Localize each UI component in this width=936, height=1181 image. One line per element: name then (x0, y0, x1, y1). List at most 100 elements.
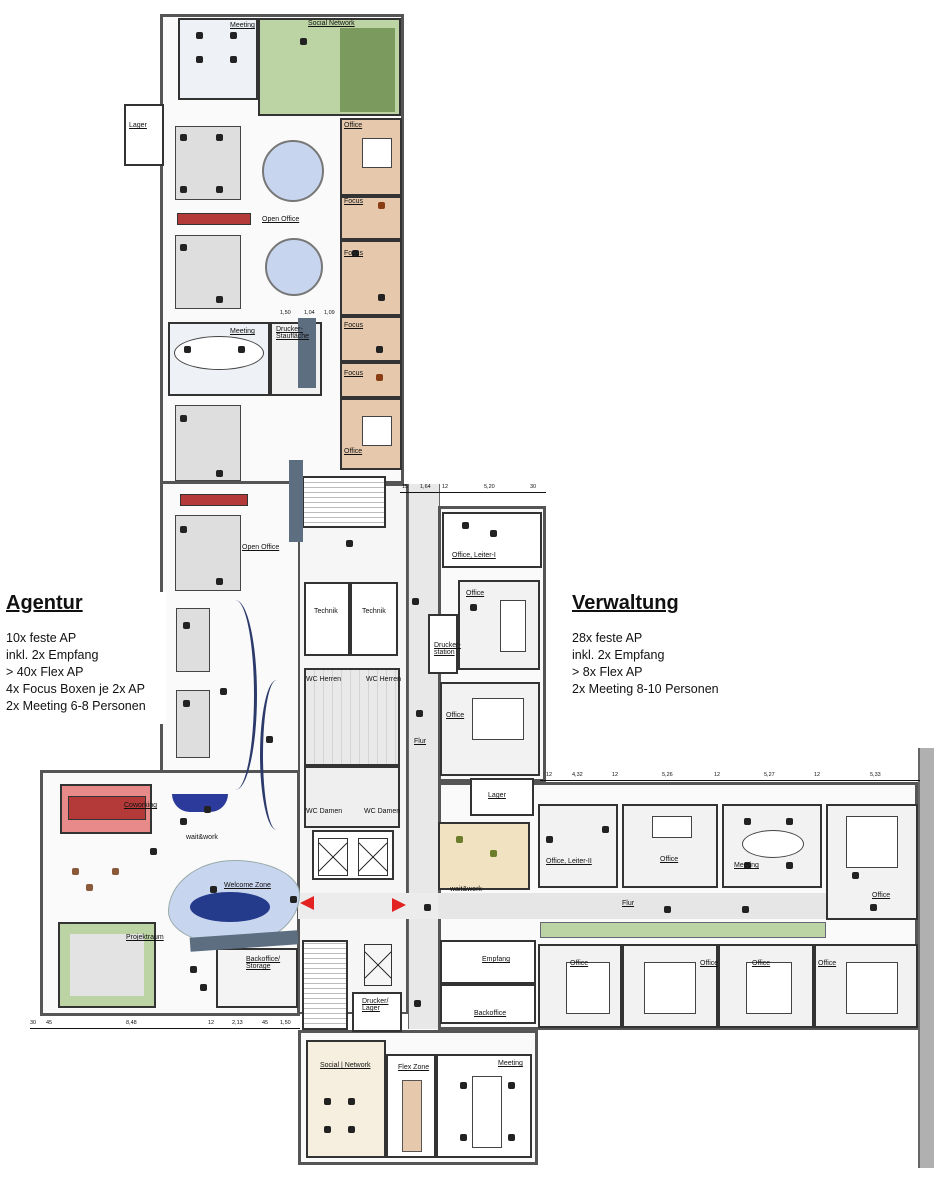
chair (352, 250, 359, 257)
stairs-north (302, 476, 386, 528)
entrance-arrow-right (392, 898, 406, 912)
chair (183, 622, 190, 629)
dim-30: 30 (530, 484, 537, 490)
dim-520: 5,20 (484, 484, 495, 490)
chair (348, 1126, 355, 1133)
dim-12a: 12 (442, 484, 449, 490)
room-lager-right (470, 778, 534, 816)
chair (216, 296, 223, 303)
dim-12b: 12 (546, 772, 553, 778)
room-office-leiter-2 (538, 804, 618, 888)
label-office-r4: Office (872, 892, 891, 899)
panel-verwaltung-line: 28x feste AP (572, 631, 643, 645)
desk-cluster-3 (175, 405, 241, 481)
social-table-dark (340, 28, 395, 112)
panel-agentur-line: inkl. 2x Empfang (6, 648, 99, 662)
dim-848: 8,48 (126, 1020, 137, 1026)
coworking-table (68, 796, 146, 820)
panel-verwaltung-line: inkl. 2x Empfang (572, 648, 665, 662)
label-office-r3: Office (660, 856, 679, 863)
label-social-network-top: Social Network (308, 20, 355, 27)
label-projektraum: Projektraum (126, 934, 164, 941)
curved-wall-2 (260, 680, 293, 830)
label-focus-4: Focus (344, 370, 364, 377)
panel-agentur-line: 2x Meeting 6-8 Personen (6, 699, 146, 713)
storage-cabinet-red-2 (180, 494, 248, 506)
label-office-b3: Office (752, 960, 771, 967)
chair (870, 904, 877, 911)
label-lager-right: Lager (488, 792, 506, 799)
label-meeting-right: Meeting (734, 862, 759, 869)
chair (744, 818, 751, 825)
dim-213: 2,13 (232, 1020, 243, 1026)
dim-104: 1,04 (304, 310, 315, 316)
room-technik-1 (304, 582, 350, 656)
room-office-leiter-1 (442, 512, 542, 568)
room-empfang (440, 940, 536, 984)
chair (852, 872, 859, 879)
label-meeting-top: Meeting (230, 22, 255, 29)
desk-office-r3 (652, 816, 692, 838)
room-lager-left (124, 104, 164, 166)
dim-line-east (540, 780, 920, 781)
desk-office-r2 (472, 698, 524, 740)
chair (200, 984, 207, 991)
projektraum-rug (70, 934, 144, 996)
label-meeting-left: Meeting (230, 328, 255, 335)
label-backoffice-storage: Backoffice/ Storage (246, 956, 281, 970)
label-office-r1: Office (466, 590, 485, 597)
chair (460, 1082, 467, 1089)
chair (490, 850, 497, 857)
chair (378, 202, 385, 209)
chair (460, 1134, 467, 1141)
label-backoffice: Backoffice (474, 1010, 507, 1017)
label-flex-zone: Flex Zone (398, 1064, 430, 1071)
chair (180, 526, 187, 533)
chair (490, 530, 497, 537)
flur-bench-green (540, 922, 826, 938)
desk-cluster-2 (175, 235, 241, 309)
chair (216, 578, 223, 585)
label-focus-2: Focus (344, 250, 364, 257)
chair (300, 38, 307, 45)
room-focus-4 (340, 362, 402, 398)
chair (180, 818, 187, 825)
chair (546, 836, 553, 843)
room-office-r1 (458, 580, 540, 670)
chair (462, 522, 469, 529)
label-meeting-bottom: Meeting (498, 1060, 523, 1067)
chair (786, 818, 793, 825)
panel-verwaltung: Verwaltung 28x feste AP inkl. 2x Empfang… (572, 592, 742, 710)
room-focus-1 (340, 196, 402, 240)
chair (216, 134, 223, 141)
dim-12f: 12 (208, 1020, 215, 1026)
label-open-office-1: Open Office (262, 216, 300, 223)
reception-counter (172, 794, 228, 812)
chair (664, 906, 671, 913)
dim-line-south (30, 1028, 300, 1029)
room-wc-herren (304, 668, 400, 766)
lounge-round-1 (262, 140, 324, 202)
chair (216, 470, 223, 477)
label-office-tan-2: Office (344, 448, 363, 455)
corridor-vertical (408, 484, 440, 1029)
meeting-left-table (174, 336, 264, 370)
chair (230, 32, 237, 39)
label-druckerstation: Drucker- station (434, 642, 461, 656)
dim-527: 5,27 (764, 772, 775, 778)
dim-12d: 12 (714, 772, 721, 778)
label-office-b2: Office (700, 960, 719, 967)
dim-432: 4,32 (572, 772, 583, 778)
east-edge-wall (918, 748, 934, 1168)
dim-30b: 30 (30, 1020, 37, 1026)
entrance-arrow-left (300, 896, 314, 910)
chair (180, 415, 187, 422)
room-meeting-top (178, 18, 258, 100)
desk-cluster-5 (176, 608, 210, 672)
label-office-leiter-1: Office, Leiter-I (452, 552, 496, 559)
label-wc-herren-2: WC Herren (366, 676, 402, 683)
label-drucker-lager: Drucker/ Lager (362, 998, 389, 1012)
label-coworking: Coworking (124, 802, 158, 809)
label-wc-damen-1: WC Damen (306, 808, 343, 815)
desk-office-tan-2 (362, 416, 392, 446)
